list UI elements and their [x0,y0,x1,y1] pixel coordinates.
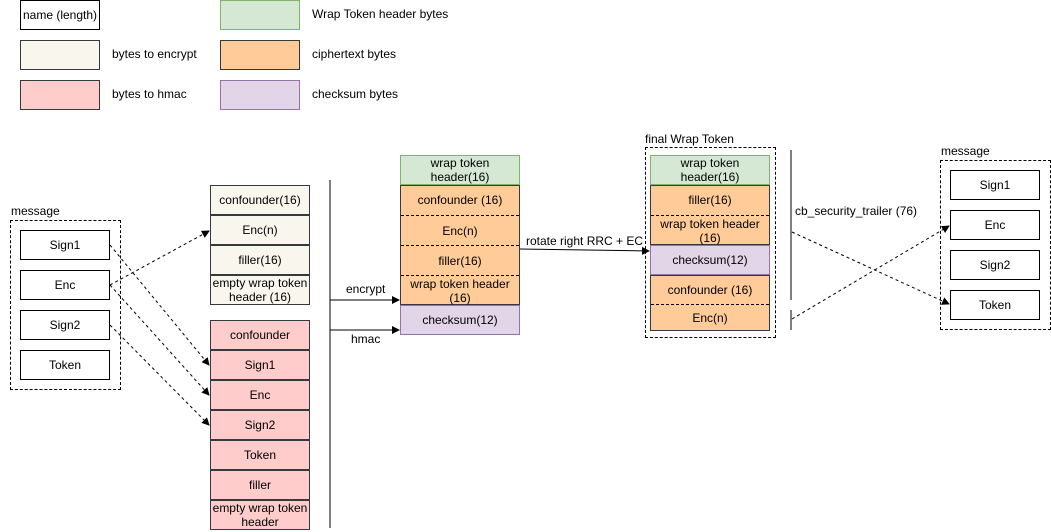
hmac-sign2: Sign2 [210,410,310,440]
hmac-enc-label: Enc [249,388,271,402]
hmac-empty-header-label: empty wrap token header [212,501,308,529]
cb-security-trailer-label: cb_security_trailer (76) [795,204,918,218]
arrow-sign1-to-hmac [109,244,210,366]
final-wrap-token-label: final Wrap Token [645,132,734,146]
message-left-sign2-label: Sign2 [49,318,81,332]
wrap-cipher-filler-label: filler(16) [438,253,482,268]
legend-wrap-header-swatch [220,0,300,30]
final-filler-label: filler(16) [688,193,732,207]
hmac-filler-label: filler [248,478,271,492]
wrap-cipher-confounder-label: confounder (16) [417,193,503,207]
wrap-cipher-header-label: wrap token header (16) [410,276,510,305]
message-left-enc: Enc [20,270,110,300]
encrypt-confounder-label: confounder(16) [219,193,301,207]
legend-hmac-swatch [20,80,100,110]
legend-wrap-header-label: Wrap Token header bytes [312,7,449,21]
wrap-cipher-enc: Enc(n) [401,215,519,245]
arrow-rotate [519,246,650,255]
message-right-token-label: Token [978,298,1012,312]
legend-ciphertext-swatch [220,40,300,70]
hmac-empty-header: empty wrap token header [210,500,310,530]
message-right-token: Token [950,290,1040,320]
message-right-label: message [941,144,990,158]
message-left-sign1-label: Sign1 [49,238,81,252]
hmac-confounder-label: confounder [229,328,291,342]
encrypt-empty-header-label: empty wrap token header (16) [212,276,308,304]
legend-hmac-label: bytes to hmac [112,87,187,101]
encrypt-filler-label: filler(16) [238,253,282,267]
final-header-label: wrap token header(16) [680,156,740,184]
hmac-sign2-label: Sign2 [244,418,276,432]
message-right-sign1: Sign1 [950,170,1040,200]
encrypt-empty-header: empty wrap token header (16) [210,275,310,305]
hmac-sign1-label: Sign1 [244,358,276,372]
wrap-cipher-enc-label: Enc(n) [442,223,478,238]
wrap-checksum-label: checksum(12) [422,313,498,327]
wrap-cipher-header: wrap token header (16) [401,275,519,305]
message-left-group [10,220,121,390]
final-checksum: checksum(12) [650,245,770,275]
final-confounder: confounder (16) [650,275,770,304]
wrap-cipher-filler: filler(16) [401,245,519,275]
message-left-token: Token [20,350,110,380]
legend-encrypt-swatch [20,40,100,70]
message-left-sign2: Sign2 [20,310,110,340]
final-enc-label: Enc(n) [692,311,728,325]
arrow-enc-to-message-enc [791,225,950,320]
final-wrap-header-label: wrap token header (16) [660,216,760,245]
encrypt-enc-label: Enc(n) [242,223,278,237]
hmac-sign1: Sign1 [210,350,310,380]
legend-checksum-swatch [220,80,300,110]
hmac-filler: filler [210,470,310,500]
encrypt-filler: filler(16) [210,245,310,275]
legend-ciphertext-label: ciphertext bytes [312,47,397,61]
legend-name-length-label: name (length) [22,8,98,22]
encrypt-confounder: confounder(16) [210,185,310,215]
message-right-sign1-label: Sign1 [979,178,1011,192]
legend-encrypt-label: bytes to encrypt [112,47,197,61]
rotate-label: rotate right RRC + EC [526,234,644,248]
final-checksum-label: checksum(12) [672,253,748,267]
final-wrap-token-group [645,147,776,338]
wrap-token-header: wrap token header(16) [400,155,520,185]
message-left-sign1: Sign1 [20,230,110,260]
final-wrap-header: wrap token header (16) [651,215,769,245]
wrap-cipher-confounder: confounder (16) [400,185,520,215]
message-left-enc-label: Enc [54,278,76,292]
hmac-token: Token [210,440,310,470]
wrap-token-header-label: wrap token header(16) [430,156,490,184]
arrow-trailer-to-token [791,231,950,305]
arrow-enc-to-hmac [109,284,210,396]
message-left-label: message [11,204,60,218]
hmac-confounder: confounder [210,320,310,350]
hmac-token-label: Token [243,448,277,462]
message-right-sign2-label: Sign2 [979,258,1011,272]
hmac-label: hmac [351,332,381,346]
final-header: wrap token header(16) [650,155,770,185]
arrow-enc-to-encrypt [109,230,210,286]
message-right-enc-label: Enc [984,218,1006,232]
encrypt-enc: Enc(n) [210,215,310,245]
encrypt-label: encrypt [346,282,386,296]
message-right-enc: Enc [950,210,1040,240]
final-filler: filler(16) [650,185,770,215]
final-confounder-label: confounder (16) [667,282,753,297]
hmac-enc: Enc [210,380,310,410]
legend-checksum-label: checksum bytes [312,87,399,101]
message-right-sign2: Sign2 [950,250,1040,280]
message-left-token-label: Token [48,358,82,372]
final-enc: Enc(n) [651,304,769,331]
wrap-checksum: checksum(12) [400,305,520,335]
legend-name-length-swatch: name (length) [20,0,100,30]
final-cipher-bottom [650,275,770,331]
